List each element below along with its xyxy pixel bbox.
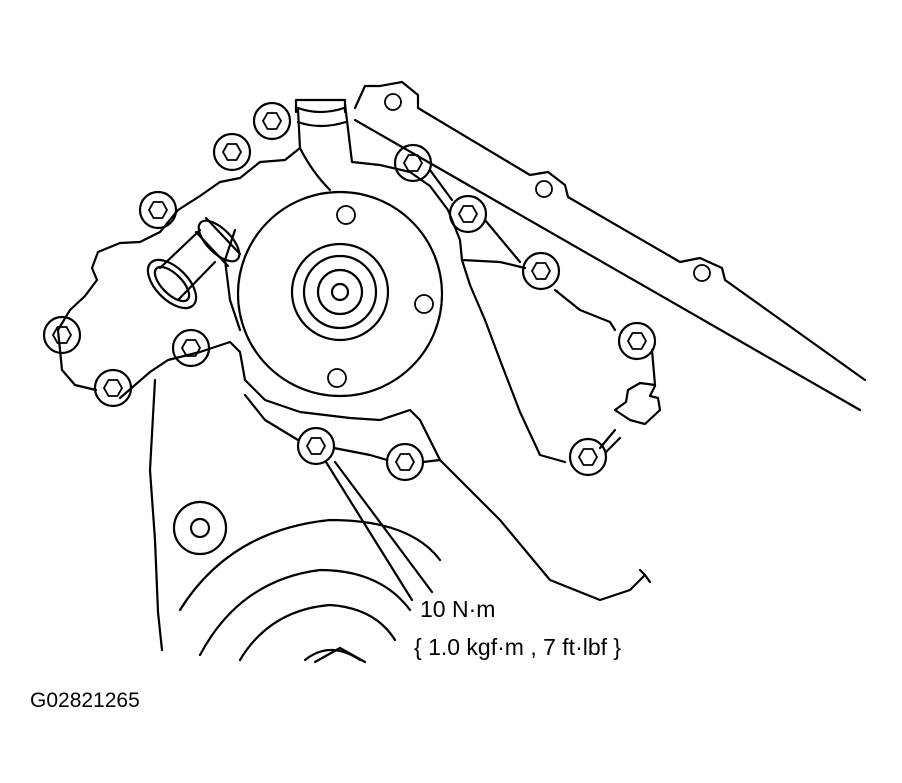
bolt (42, 315, 82, 355)
bolt-group (42, 101, 657, 482)
figure-code-label: G02821265 (30, 689, 140, 712)
bolt (138, 190, 178, 230)
bolt (448, 194, 488, 234)
bolt (252, 101, 292, 141)
bolt (393, 143, 433, 183)
bolt (212, 132, 252, 172)
torque-value-label: 10 N·m (420, 596, 496, 622)
torque-alternate-units-label: { 1.0 kgf·m , 7 ft·lbf } (414, 634, 622, 660)
timing-cover-edge (353, 80, 867, 412)
pump-pulley-hub (236, 190, 444, 398)
pump-housing (56, 102, 662, 614)
bolt (521, 251, 561, 291)
bolt (171, 328, 211, 368)
bolt (93, 368, 133, 408)
crankshaft-pulley (156, 500, 442, 664)
bolt (385, 442, 425, 482)
top-outlet-pipe (294, 98, 348, 192)
bolt (568, 437, 608, 477)
callout-leaders (324, 460, 434, 602)
bolt (617, 321, 657, 361)
bolt (296, 426, 336, 466)
inlet-pipe (146, 216, 242, 310)
flange-lines (243, 168, 622, 464)
